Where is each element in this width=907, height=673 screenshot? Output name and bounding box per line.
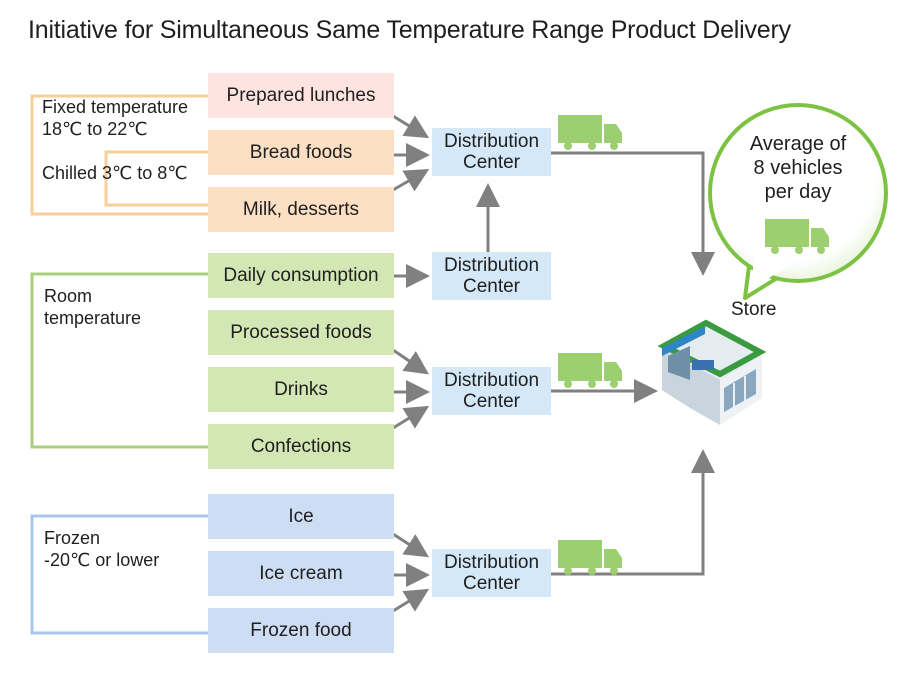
distribution-center-line1: Distribution [443,131,540,152]
distribution-center-line2: Center [462,391,521,412]
bubble-text: Average of 8 vehicles per day [730,132,866,204]
distribution-center-line1: Distribution [443,552,540,573]
fixed-temperature-label-line2: 18℃ to 22℃ [42,119,148,139]
fixed-temperature-label: Fixed temperature 18℃ to 22℃ [42,96,188,140]
frozen-label: Frozen -20℃ or lower [44,527,159,571]
store-arrows [551,151,715,576]
product-processed-foods: Processed foods [208,310,394,355]
fixed-temperature-bracket [30,94,210,216]
truck-icon [558,540,622,575]
distribution-center-line1: Distribution [443,255,540,276]
truck-icon [765,219,829,254]
product-arrows [392,114,500,613]
distribution-center-line1: Distribution [443,370,540,391]
chilled-bracket [104,150,210,207]
distribution-center-line2: Center [462,276,521,297]
distribution-center-frozen: Distribution Center [432,549,551,597]
product-ice: Ice [208,494,394,539]
bubble-text-line2: 8 vehicles [753,157,843,179]
page-title: Initiative for Simultaneous Same Tempera… [28,16,791,44]
bubble-text-line1: Average of [749,133,847,155]
distribution-center-line2: Center [462,152,521,173]
frozen-bracket [30,514,210,635]
frozen-label-line2: -20℃ or lower [44,550,160,570]
distribution-center-line2: Center [462,573,521,594]
chilled-label: Chilled 3℃ to 8℃ [42,163,188,183]
product-bread-foods: Bread foods [208,130,394,175]
distribution-center-daily: Distribution Center [432,252,551,300]
fixed-temperature-label-line1: Fixed temperature [42,97,189,117]
product-frozen-food: Frozen food [208,608,394,653]
store-building-icon [657,319,767,425]
room-temperature-label: Room temperature [44,285,141,329]
frozen-label-line1: Frozen [44,528,101,548]
truck-icon [558,115,622,150]
product-milk-desserts: Milk, desserts [208,187,394,232]
room-temperature-bracket [30,272,210,449]
distribution-center-room: Distribution Center [432,367,551,415]
room-temperature-label-line2: temperature [44,308,142,328]
bubble-text-line3: per day [764,181,832,203]
product-confections: Confections [208,424,394,469]
store-label: Store [731,299,777,320]
product-ice-cream: Ice cream [208,551,394,596]
distribution-center-chilled: Distribution Center [432,128,551,176]
speech-bubble-icon [708,103,888,300]
product-daily-consumption: Daily consumption [208,253,394,298]
product-prepared-lunches: Prepared lunches [208,73,394,118]
room-temperature-label-line1: Room [44,286,93,306]
product-drinks: Drinks [208,367,394,412]
truck-icon [558,353,622,388]
